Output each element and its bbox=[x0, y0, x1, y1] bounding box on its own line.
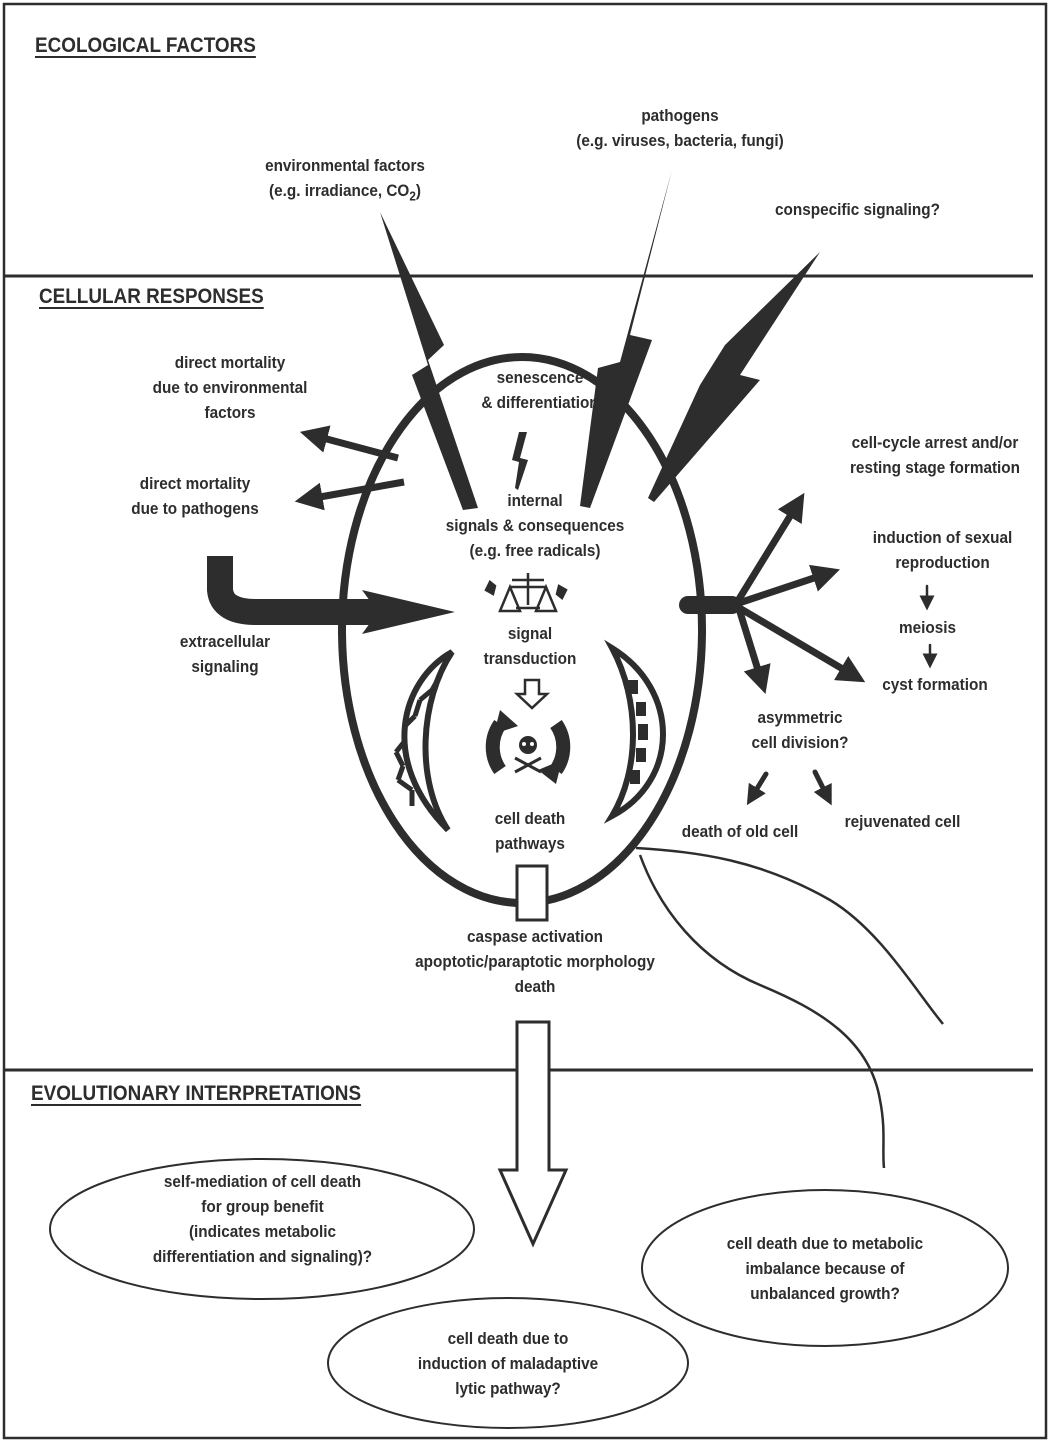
caspase-line-1: caspase activation bbox=[405, 924, 666, 949]
extracellular-signaling-label: extracellular signaling bbox=[162, 629, 288, 679]
internal-line-3: (e.g. free radicals) bbox=[432, 538, 639, 563]
sexual-line-2: reproduction bbox=[859, 550, 1026, 575]
direct-env-line-3: factors bbox=[131, 400, 329, 425]
transduction-down-arrow bbox=[517, 680, 547, 708]
environmental-lightning-bolt bbox=[380, 212, 478, 510]
imbalance-line-3: unbalanced growth? bbox=[708, 1281, 942, 1306]
environmental-line-2-close: ) bbox=[416, 181, 421, 200]
senescence-label: senescence & differentiation bbox=[464, 365, 617, 415]
self-mediation-line-2: for group benefit bbox=[139, 1194, 387, 1219]
asymmetric-line-2: cell division? bbox=[742, 730, 859, 755]
maladaptive-line-3: lytic pathway? bbox=[405, 1376, 612, 1401]
death-pathways-line-1: cell death bbox=[481, 806, 580, 831]
flagellum-lower bbox=[640, 855, 884, 1168]
cyst-formation-label: cyst formation bbox=[872, 672, 998, 697]
chloroplast-organelle bbox=[612, 648, 663, 816]
internal-line-2: signals & consequences bbox=[432, 513, 639, 538]
asymmetric-line-1: asymmetric bbox=[742, 705, 859, 730]
senescence-line-1: senescence bbox=[464, 365, 617, 390]
direct-path-line-2: due to pathogens bbox=[110, 496, 281, 521]
imbalance-line-1: cell death due to metabolic bbox=[708, 1231, 942, 1256]
sexual-reproduction-label: induction of sexual reproduction bbox=[859, 525, 1026, 575]
pathogens-line-2: (e.g. viruses, bacteria, fungi) bbox=[554, 128, 806, 153]
cell-death-pathways-label: cell death pathways bbox=[481, 806, 580, 856]
extracellular-signaling-arrow-shaft bbox=[220, 556, 380, 612]
rejuvenated-cell-label: rejuvenated cell bbox=[833, 809, 973, 834]
imbalance-line-2: imbalance because of bbox=[708, 1256, 942, 1281]
extracellular-line-2: signaling bbox=[162, 654, 288, 679]
arrest-line-1: cell-cycle arrest and/or bbox=[836, 430, 1034, 455]
internal-lightning-bolt bbox=[512, 432, 528, 490]
section-evolutionary-interpretations: EVOLUTIONARY INTERPRETATIONS bbox=[31, 1082, 361, 1106]
caspase-pathway-arrows bbox=[500, 866, 566, 1244]
maladaptive-line-1: cell death due to bbox=[405, 1326, 612, 1351]
environmental-factors-label: environmental factors (e.g. irradiance, … bbox=[237, 153, 453, 203]
pathogens-line-1: pathogens bbox=[554, 103, 806, 128]
direct-mortality-env-label: direct mortality due to environmental fa… bbox=[131, 350, 329, 425]
environmental-line-2: (e.g. irradiance, CO2) bbox=[237, 178, 453, 203]
section-ecological-factors: ECOLOGICAL FACTORS bbox=[35, 34, 256, 58]
asymmetric-division-label: asymmetric cell division? bbox=[742, 705, 859, 755]
meiosis-label: meiosis bbox=[885, 615, 971, 640]
sexual-line-1: induction of sexual bbox=[859, 525, 1026, 550]
direct-path-line-1: direct mortality bbox=[110, 471, 281, 496]
caspase-activation-label: caspase activation apoptotic/paraptotic … bbox=[405, 924, 666, 999]
self-mediation-label: self-mediation of cell death for group b… bbox=[139, 1169, 387, 1269]
direct-mortality-pathogen-label: direct mortality due to pathogens bbox=[110, 471, 281, 521]
cell-death-cycle-icon bbox=[493, 710, 564, 784]
mitochondrion-organelle bbox=[396, 652, 452, 830]
internal-line-1: internal bbox=[432, 488, 639, 513]
section-cellular-responses: CELLULAR RESPONSES bbox=[39, 285, 264, 309]
conspecific-lightning-bolt bbox=[648, 252, 820, 502]
maladaptive-lytic-label: cell death due to induction of maladapti… bbox=[405, 1326, 612, 1401]
caspase-line-3: death bbox=[405, 974, 666, 999]
balance-scale-icon bbox=[486, 573, 566, 611]
extracellular-line-1: extracellular bbox=[162, 629, 288, 654]
transduction-line-1: signal bbox=[476, 621, 584, 646]
death-of-old-cell-label: death of old cell bbox=[673, 819, 808, 844]
signal-transduction-label: signal transduction bbox=[476, 621, 584, 671]
internal-signals-label: internal signals & consequences (e.g. fr… bbox=[432, 488, 639, 563]
direct-env-line-2: due to environmental bbox=[131, 375, 329, 400]
metabolic-imbalance-label: cell death due to metabolic imbalance be… bbox=[708, 1231, 942, 1306]
cell-cycle-arrest-label: cell-cycle arrest and/or resting stage f… bbox=[836, 430, 1034, 480]
senescence-line-2: & differentiation bbox=[464, 390, 617, 415]
direct-env-line-1: direct mortality bbox=[131, 350, 329, 375]
arrest-line-2: resting stage formation bbox=[836, 455, 1034, 480]
environmental-line-1: environmental factors bbox=[237, 153, 453, 178]
pathogens-label: pathogens (e.g. viruses, bacteria, fungi… bbox=[554, 103, 806, 153]
death-pathways-line-2: pathways bbox=[481, 831, 580, 856]
transduction-line-2: transduction bbox=[476, 646, 584, 671]
environmental-line-2-text: (e.g. irradiance, CO bbox=[269, 181, 409, 200]
self-mediation-line-3: (indicates metabolic bbox=[139, 1219, 387, 1244]
self-mediation-line-4: differentiation and signaling)? bbox=[139, 1244, 387, 1269]
maladaptive-line-2: induction of maladaptive bbox=[405, 1351, 612, 1376]
conspecific-signaling-label: conspecific signaling? bbox=[756, 197, 959, 222]
direct-mortality-pathogen-arrow bbox=[303, 482, 404, 500]
caspase-line-2: apoptotic/paraptotic morphology bbox=[405, 949, 666, 974]
self-mediation-line-1: self-mediation of cell death bbox=[139, 1169, 387, 1194]
